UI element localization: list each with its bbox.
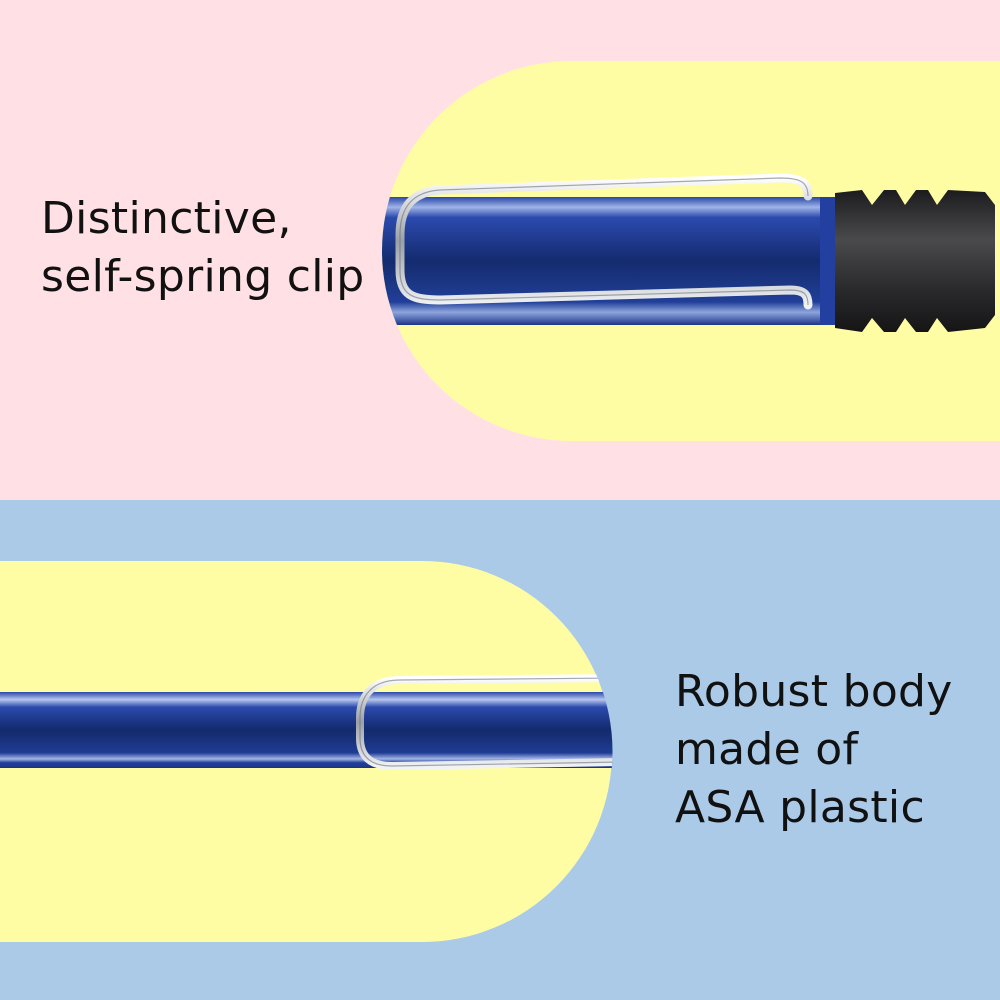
caption-line: ASA plastic	[675, 782, 925, 833]
pen-body-image	[0, 674, 613, 771]
feature-panel-body: Robust body made of ASA plastic	[0, 500, 1000, 1000]
feature-panel-clip: Distinctive, self-spring clip	[0, 0, 1000, 500]
body-feature-caption: Robust body made of ASA plastic	[675, 663, 953, 837]
caption-line: self-spring clip	[41, 251, 365, 302]
caption-line: Robust body	[675, 666, 953, 717]
pen-cap-image	[382, 173, 995, 332]
pen-rubber-end	[835, 190, 995, 332]
caption-line: made of	[675, 724, 859, 775]
pen-cap-body	[382, 197, 830, 325]
caption-line: Distinctive,	[41, 193, 292, 244]
pen-barrel	[0, 692, 613, 768]
clip-feature-caption: Distinctive, self-spring clip	[41, 190, 365, 306]
